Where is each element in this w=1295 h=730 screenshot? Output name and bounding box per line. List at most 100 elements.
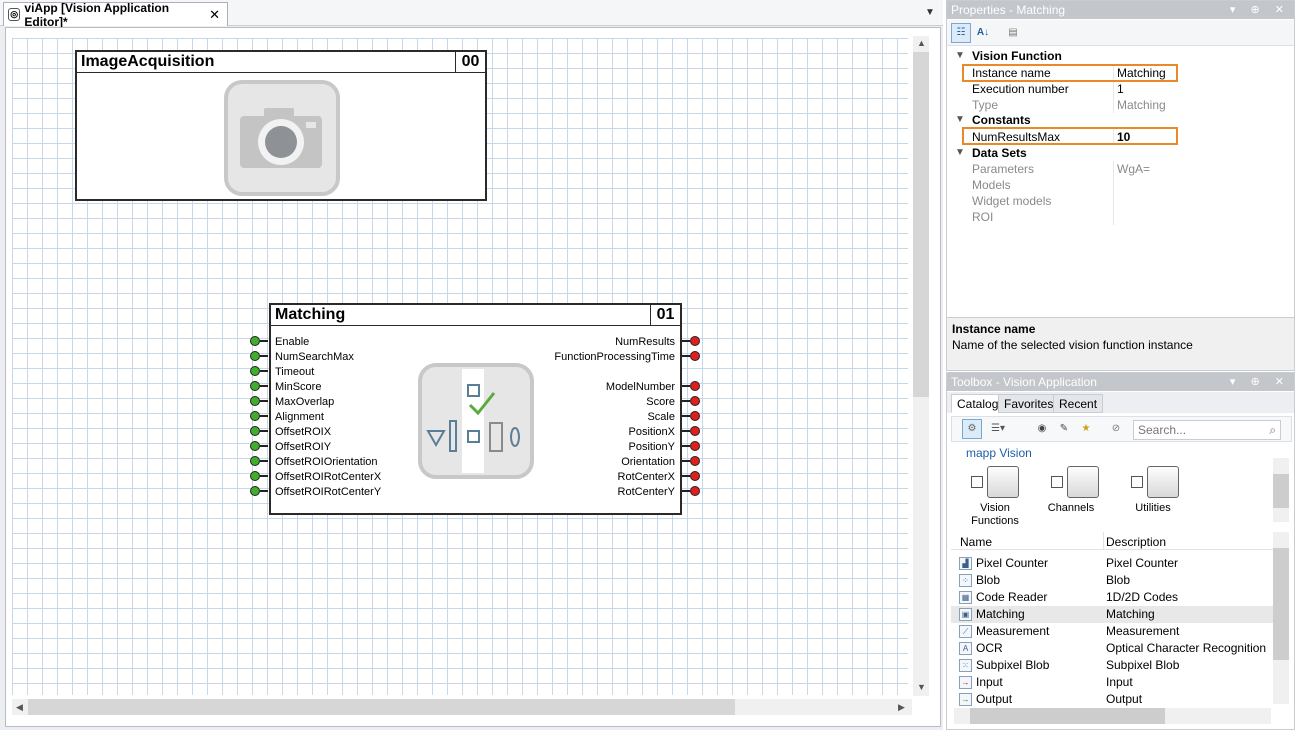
scroll-up-icon[interactable]: ▲ [917,38,926,48]
toolbox-search-input[interactable]: Search... ⌕ [1133,420,1281,440]
checkbox[interactable] [1051,476,1063,488]
property-key: NumResultsMax [972,130,1061,144]
output-icon: → [959,693,972,706]
output-pin[interactable] [690,441,700,451]
output-pin[interactable] [690,351,700,361]
property-row-widget-models[interactable]: Widget models [947,193,1294,209]
input-pin[interactable] [250,411,260,421]
output-pin[interactable] [690,411,700,421]
output-pin[interactable] [690,471,700,481]
output-pin[interactable] [690,456,700,466]
property-value[interactable]: Matching [1117,66,1166,80]
input-port-label: Alignment [275,411,324,423]
list-item-description: Optical Character Recognition [1106,641,1267,655]
star-filter-icon[interactable]: ★ [1081,423,1091,434]
camera-filter-icon[interactable]: ◉ [1037,423,1047,434]
checkbox[interactable] [1131,476,1143,488]
input-pin[interactable] [250,486,260,496]
panel-window-controls[interactable]: ▾ ⊕ ✕ [1229,376,1290,388]
column-header-name[interactable]: Name [960,535,993,549]
input-pin[interactable] [250,351,260,361]
matching-block[interactable]: Matching 01 Enable NumSearchMax Timeout … [269,303,682,515]
property-value[interactable]: WgA= [1117,162,1151,176]
category-label: Data Sets [972,146,1027,160]
output-pin[interactable] [690,381,700,391]
catalog-view-icon[interactable]: ⚙ [962,419,982,439]
search-icon[interactable]: ⌕ [1269,423,1276,437]
column-divider [1113,65,1114,81]
measurement-icon: ⟋ [959,625,972,638]
scroll-down-icon[interactable]: ▼ [917,682,926,692]
ocr-icon: A [959,642,972,655]
properties-panel-header: Properties - Matching ▾ ⊕ ✕ [947,1,1294,19]
input-pin[interactable] [250,396,260,406]
close-tab-icon[interactable]: ✕ [209,6,220,22]
input-pin[interactable] [250,336,260,346]
list-scroll-thumb[interactable] [1273,548,1289,660]
alphabetical-sort-icon[interactable]: A↓ [976,27,990,38]
collapse-arrow-icon[interactable]: ▼ [955,50,965,61]
list-view-icon[interactable]: ☰▾ [991,423,1005,434]
property-key: Widget models [972,194,1052,208]
category-vision-function[interactable]: ▼ Vision Function [947,48,1294,64]
checkbox[interactable] [971,476,983,488]
catalog-item-label: Vision Functions [971,502,1019,527]
property-row-instance-name[interactable]: Instance name Matching [947,65,1294,81]
column-header-description[interactable]: Description [1106,535,1167,549]
input-port-label: OffsetROIRotCenterX [275,471,382,483]
input-pin[interactable] [250,456,260,466]
property-row-roi[interactable]: ROI [947,209,1294,225]
tools-filter-icon[interactable]: ✎ [1059,423,1069,434]
collapse-arrow-icon[interactable]: ▼ [955,114,965,125]
canvas-horizontal-scroll-thumb[interactable] [28,699,735,715]
input-pin[interactable] [250,426,260,436]
image-acquisition-block[interactable]: ImageAcquisition 00 [75,50,487,201]
document-tab-title: viApp [Vision Application Editor]* [24,0,170,29]
output-pin[interactable] [690,486,700,496]
category-constants[interactable]: ▼ Constants [947,112,1294,128]
property-row-parameters[interactable]: Parameters WgA= [947,161,1294,177]
scroll-right-icon[interactable]: ▶ [898,702,905,712]
input-pin[interactable] [250,441,260,451]
panel-window-controls[interactable]: ▾ ⊕ ✕ [1229,4,1290,16]
property-value[interactable]: 10 [1117,130,1131,144]
property-row-num-results-max[interactable]: NumResultsMax 10 [947,129,1294,145]
input-pin[interactable] [250,366,260,376]
clear-filter-icon[interactable]: ⊘ [1111,423,1121,434]
property-row-models[interactable]: Models [947,177,1294,193]
output-connector-line [682,415,690,417]
category-data-sets[interactable]: ▼ Data Sets [947,145,1294,161]
output-pin[interactable] [690,336,700,346]
list-horizontal-scroll-thumb[interactable] [970,708,1165,724]
output-pin[interactable] [690,426,700,436]
canvas-vertical-scroll-thumb[interactable] [913,52,929,397]
property-pages-icon[interactable]: ▤ [1008,27,1018,38]
tab-recent[interactable]: Recent [1053,394,1104,413]
output-pin[interactable] [690,396,700,406]
property-row-type[interactable]: Type Matching [947,97,1294,113]
tab-catalog[interactable]: Catalog [951,394,1005,413]
toolbox-tabs: Catalog Favorites Recent [947,392,1294,413]
tab-dropdown-icon[interactable]: ▼ [925,7,935,18]
property-value[interactable]: 1 [1117,82,1124,96]
pixel-counter-icon: ▟ [959,557,972,570]
input-pin[interactable] [250,381,260,391]
input-pin[interactable] [250,471,260,481]
list-item-description: Matching [1106,607,1155,621]
document-tab[interactable]: ◎ viApp [Vision Application Editor]* ✕ [3,0,228,29]
tab-favorites[interactable]: Favorites [998,394,1060,413]
catalog-scroll-thumb[interactable] [1273,474,1289,508]
collapse-arrow-icon[interactable]: ▼ [955,147,965,158]
categorized-view-icon[interactable]: ☷ [951,23,971,43]
property-row-execution-number[interactable]: Execution number 1 [947,81,1294,97]
scroll-left-icon[interactable]: ◀ [16,702,23,712]
